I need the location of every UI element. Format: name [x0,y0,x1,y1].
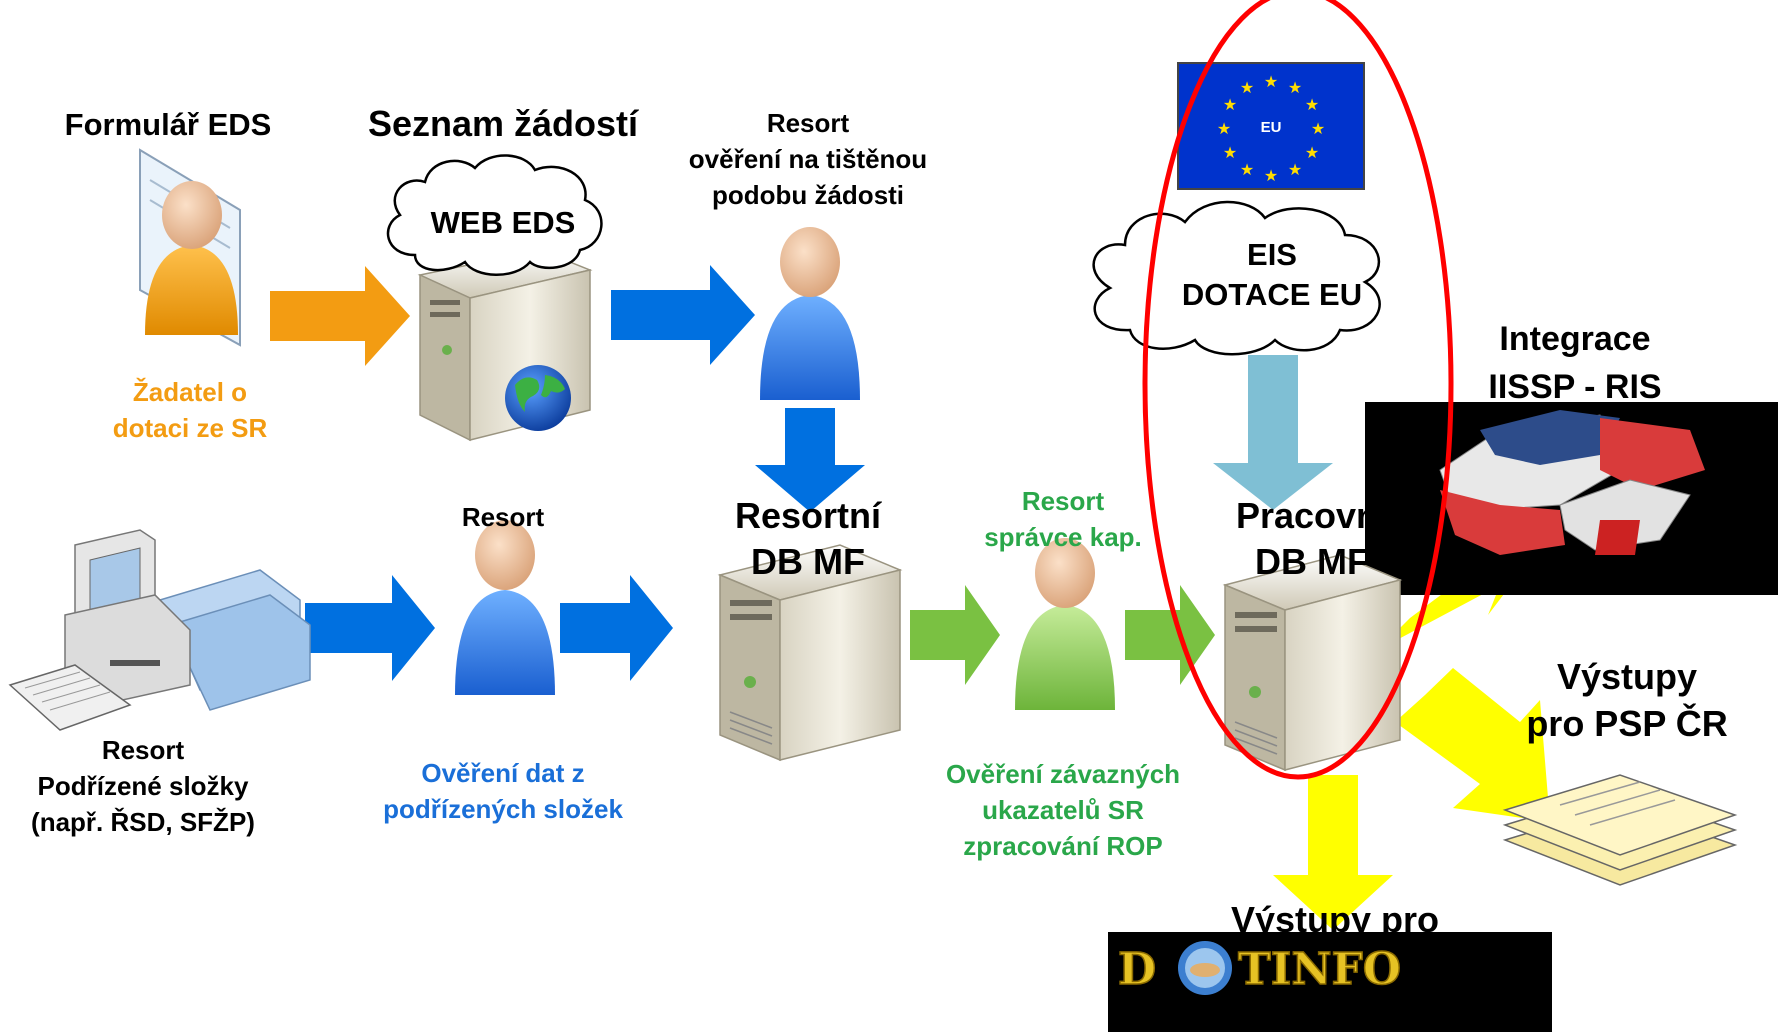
resort-person-icon [455,520,555,695]
label-spravce-1: Resort [1022,486,1105,516]
label-integrace-1: Integrace [1499,320,1650,358]
label-overeni-zav-3: zpracování ROP [963,831,1162,861]
dotinfo-wordmark: D TINFO [1117,943,1402,996]
svg-text:★: ★ [1223,97,1237,114]
arrow-resort-down [755,408,865,512]
label-overeni-dat-1: Ověření dat z [421,758,584,788]
resort-db-server-icon [717,544,903,762]
svg-text:★: ★ [1264,168,1278,185]
arrow-db-to-spravce [910,585,1000,685]
label-overeni-dat-2: podřízených složek [383,794,623,824]
document-stack-icon [1502,774,1738,886]
arrow-to-psp [1395,668,1550,822]
label-resort-top-1: Resort [767,108,850,138]
label-seznam-zadosti: Seznam žádostí [368,103,639,144]
label-overeni-zav-2: ukazatelů SR [982,795,1144,825]
svg-text:★: ★ [1288,162,1302,179]
arrow-to-dotinfo [1273,775,1393,930]
svg-text:★: ★ [1240,80,1254,97]
arrow-form-to-web [270,266,410,366]
label-zadatel-2: dotaci ze SR [113,413,268,443]
arrow-pc-to-resort [305,575,435,681]
arrow-spravce-to-pracovni [1125,585,1215,685]
work-db-server-icon [1222,554,1403,772]
label-overeni-zav-1: Ověření závazných [946,759,1180,789]
arrow-resort-to-db [560,575,673,681]
admin-person-icon [1015,538,1115,710]
svg-text:★: ★ [1305,145,1319,162]
svg-text:★: ★ [1223,145,1237,162]
label-eis-1: EIS [1247,237,1297,272]
eu-flag-icon: ★ ★ ★ ★ ★ ★ ★ ★ ★ ★ ★ ★ [1177,62,1365,190]
label-formular-eds: Formulář EDS [65,107,272,142]
desktop-computer-icon [8,529,311,731]
label-vystupy-psp-1: Výstupy [1557,656,1697,697]
eis-cloud [1092,200,1381,356]
label-vystupy-pro: Výstupy pro [1231,899,1439,940]
puzzle-icon [1365,402,1778,595]
label-resort-pc-1: Resort [102,735,185,765]
label-resortni-db-2: DB MF [751,541,865,582]
svg-text:★: ★ [1240,162,1254,179]
label-eu-flag: EU [1261,119,1282,136]
svg-text:★: ★ [1311,121,1325,138]
label-resortni-db-1: Resortní [735,495,882,536]
resort-check-person-icon [760,227,860,400]
server-with-globe-icon [417,249,593,442]
label-resort-pc-3: (např. ŘSD, SFŽP) [31,807,255,837]
dotinfo-letter-d: D [1118,944,1156,995]
label-resort-pc-2: Podřízené složky [38,771,249,801]
label-pracovni-db-1: Pracovní [1236,495,1389,536]
label-resort-mid: Resort [462,502,545,532]
person-with-document-icon [139,148,241,347]
arrow-web-to-resort [611,265,755,365]
label-vystupy-psp-2: pro PSP ČR [1526,702,1727,744]
svg-text:★: ★ [1264,74,1278,91]
dotinfo-letters-rest: TINFO [1238,944,1401,995]
label-web-eds: WEB EDS [431,205,576,240]
label-integrace-2: IISSP - RIS [1488,368,1661,406]
svg-text:★: ★ [1217,121,1231,138]
web-eds-cloud [386,154,603,276]
dotinfo-logo-icon [1108,932,1552,1032]
label-spravce-2: správce kap. [984,522,1142,552]
svg-text:★: ★ [1288,80,1302,97]
label-pracovni-db-2: DB MF [1255,541,1369,582]
label-resort-top-3: podobu žádosti [712,180,904,210]
svg-text:★: ★ [1305,97,1319,114]
arrow-eis-down [1213,355,1333,510]
label-eis-2: DOTACE EU [1182,277,1362,312]
label-resort-top-2: ověření na tištěnou [689,144,927,174]
eu-highlight-ellipse [1142,0,1454,780]
label-zadatel-1: Žadatel o [133,377,247,407]
